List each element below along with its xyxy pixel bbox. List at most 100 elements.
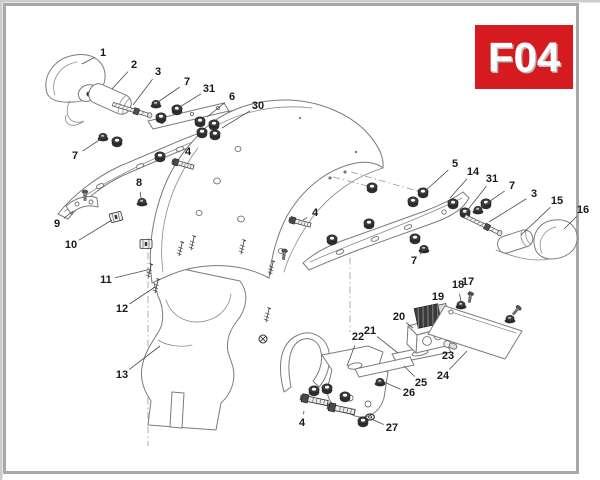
badge-label-shadow: F04: [489, 35, 562, 82]
grommet-hardware: [366, 182, 378, 194]
callout-label-19: 19: [432, 291, 444, 303]
callout-leader-9: [63, 210, 74, 219]
callout-leader-1: [81, 56, 96, 65]
nut-hardware: [504, 314, 516, 324]
frame-outer-top: [0, 0, 600, 3]
callout-leader-6: [206, 102, 226, 118]
frame-outer-left: [0, 0, 3, 480]
callout-leader-3: [488, 198, 527, 223]
callout-label-18: 18: [452, 279, 464, 291]
callout-leader-25: [403, 365, 415, 377]
callout-leader-27: [370, 418, 384, 425]
callout-label-2: 2: [131, 59, 137, 71]
callout-leader-3: [132, 78, 153, 106]
callout-leader-12: [129, 286, 156, 305]
callout-leader-5: [424, 169, 449, 192]
callout-label-4: 4: [312, 207, 319, 219]
callout-leader-18: [459, 293, 462, 303]
crossnut-hardware: [258, 334, 268, 344]
callout-leader-31: [465, 185, 487, 213]
callout-label-12: 12: [116, 303, 128, 315]
callout-label-13: 13: [116, 369, 128, 381]
splash-guard-shape: [141, 268, 247, 431]
callout-label-30: 30: [252, 100, 264, 112]
callout-label-27: 27: [386, 422, 398, 434]
nut-hardware: [472, 205, 484, 215]
grommet-hardware: [111, 136, 123, 148]
turn-signal-wire: [65, 100, 85, 126]
callout-label-24: 24: [437, 370, 450, 382]
callout-leader-20: [405, 322, 414, 329]
nut-hardware: [136, 197, 148, 207]
callout-label-4: 4: [185, 146, 192, 158]
callout-leader-15: [520, 206, 551, 236]
callout-label-7: 7: [184, 76, 190, 88]
callout-label-17: 17: [462, 276, 474, 288]
callout-leader-16: [563, 216, 577, 230]
grommet-hardware: [196, 127, 208, 139]
callout-label-9: 9: [54, 218, 60, 230]
callout-label-14: 14: [467, 166, 480, 178]
callout-label-10: 10: [65, 239, 77, 251]
callout-leader-14: [449, 178, 468, 199]
callout-leader-13: [128, 345, 161, 370]
callout-leader-24: [448, 350, 468, 370]
grommet-hardware: [409, 233, 421, 245]
callout-label-4: 4: [299, 417, 306, 429]
callout-label-16: 16: [577, 204, 589, 216]
callout-leader-26: [383, 381, 401, 390]
grommet-hardware: [155, 112, 167, 124]
clip-hardware: [139, 239, 153, 249]
nut-hardware: [374, 377, 386, 387]
callout-leader-22: [346, 345, 356, 367]
grommet-hardware: [339, 391, 351, 403]
nut-hardware: [150, 99, 162, 109]
grommet-hardware: [363, 218, 375, 230]
grommet-hardware: [326, 234, 338, 246]
callout-leader-2: [111, 71, 129, 90]
callout-label-15: 15: [551, 195, 563, 207]
callout-leader-19: [432, 305, 435, 309]
callout-leader-30: [221, 110, 251, 129]
callout-label-3: 3: [155, 66, 161, 78]
callout-leader-31: [177, 93, 202, 109]
nut-hardware: [418, 244, 430, 254]
callout-leader-7: [419, 250, 424, 255]
callout-leader-21: [376, 336, 399, 354]
callout-label-23: 23: [442, 350, 454, 362]
callout-label-31: 31: [486, 173, 498, 185]
badge-background: [475, 25, 573, 89]
nut-hardware: [455, 300, 467, 310]
callout-leader-17: [468, 290, 471, 296]
callout-label-31: 31: [203, 83, 215, 95]
callout-label-22: 22: [352, 331, 364, 343]
callout-label-21: 21: [364, 325, 376, 337]
callout-leader-7: [479, 190, 505, 209]
callout-label-3: 3: [531, 188, 537, 200]
grommet-hardware: [208, 119, 220, 131]
callout-label-5: 5: [452, 158, 458, 170]
grommet-hardware: [194, 116, 206, 128]
callout-leader-4: [303, 410, 305, 415]
bracket-9-shape: [65, 195, 99, 215]
callout-label-1: 1: [100, 47, 106, 59]
callout-leader-4: [302, 217, 308, 221]
callout-label-6: 6: [229, 91, 235, 103]
grommet-hardware: [321, 383, 333, 395]
license-plate-shape: [427, 305, 523, 360]
callout-label-25: 25: [415, 377, 427, 389]
callout-label-20: 20: [393, 311, 405, 323]
badge-label: F04: [488, 34, 561, 81]
grommet-hardware: [308, 385, 320, 397]
callout-label-8: 8: [136, 177, 142, 189]
callout-label-7: 7: [72, 150, 78, 162]
callout-leader-10: [78, 219, 113, 241]
turn-signal-right-shape: [495, 219, 578, 261]
grommet-hardware: [209, 129, 221, 141]
callout-leader-7: [82, 138, 102, 152]
callout-label-7: 7: [411, 255, 417, 267]
callout-label-26: 26: [403, 387, 415, 399]
